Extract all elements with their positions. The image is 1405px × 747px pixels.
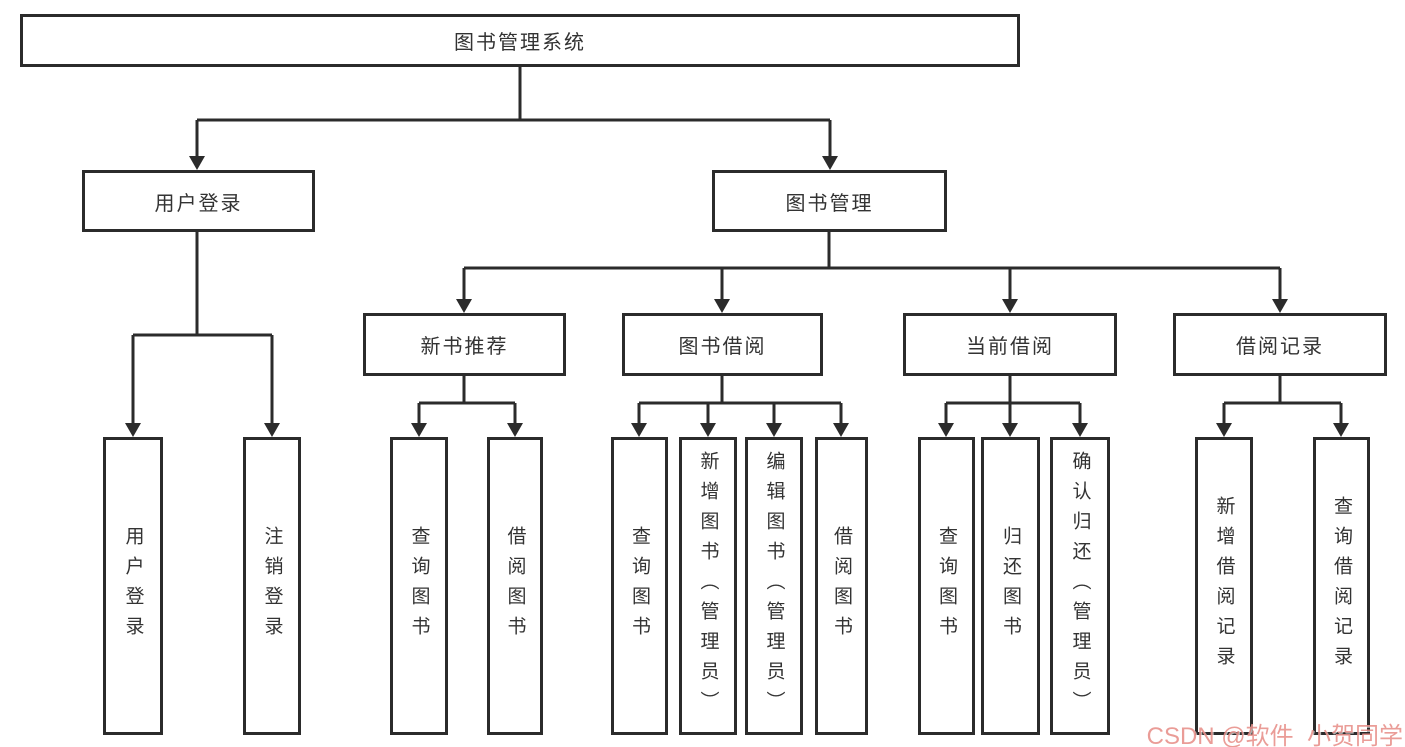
csdn-watermark: CSDN @软件_小贺同学: [1146, 723, 1403, 747]
node-library-management-system: 图书管理系统: [20, 14, 1020, 67]
leaf-recommend-query-books: 查询图书: [390, 437, 448, 735]
leaf-records-add-record: 新增借阅记录: [1195, 437, 1253, 735]
node-book-borrowing: 图书借阅: [622, 313, 823, 376]
node-label: 借阅记录: [1236, 336, 1324, 358]
leaf-label: 查询图书: [408, 526, 430, 646]
leaf-label: 新增借阅记录: [1213, 496, 1235, 676]
leaf-current-confirm-return-admin: 确认归还（管理员）: [1050, 437, 1110, 735]
leaf-borrowing-add-books-admin: 新增图书（管理员）: [679, 437, 737, 735]
leaf-label: 用户登录: [122, 526, 144, 646]
leaf-user-login: 用户登录: [103, 437, 163, 735]
node-label: 新书推荐: [420, 336, 509, 358]
leaf-label: 新增图书（管理员）: [697, 451, 719, 721]
leaf-label: 查询图书: [629, 526, 650, 646]
leaf-label: 编辑图书（管理员）: [763, 451, 785, 721]
node-label: 当前借阅: [966, 336, 1054, 358]
leaf-borrowing-borrow-books: 借阅图书: [815, 437, 868, 735]
leaf-label: 查询图书: [936, 526, 957, 646]
leaf-label: 借阅图书: [831, 526, 852, 646]
node-current-borrowing: 当前借阅: [903, 313, 1117, 376]
node-label: 图书管理: [785, 192, 874, 215]
leaf-label: 确认归还（管理员）: [1069, 451, 1091, 721]
leaf-logout: 注销登录: [243, 437, 301, 735]
leaf-records-query-record: 查询借阅记录: [1313, 437, 1370, 735]
node-new-book-recommend: 新书推荐: [363, 313, 566, 376]
leaf-recommend-borrow-books: 借阅图书: [487, 437, 543, 735]
leaf-label: 借阅图书: [504, 526, 526, 646]
leaf-current-query-books: 查询图书: [918, 437, 975, 735]
node-user-login: 用户登录: [82, 170, 315, 232]
node-label: 用户登录: [154, 192, 243, 215]
leaf-borrowing-edit-books-admin: 编辑图书（管理员）: [745, 437, 803, 735]
node-book-management: 图书管理: [712, 170, 947, 232]
leaf-label: 查询借阅记录: [1331, 496, 1352, 676]
node-label: 图书管理系统: [454, 32, 586, 54]
leaf-label: 注销登录: [261, 526, 283, 646]
node-label: 图书借阅: [678, 336, 767, 358]
leaf-current-return-books: 归还图书: [981, 437, 1040, 735]
leaf-label: 归还图书: [1000, 526, 1021, 646]
node-borrowing-records: 借阅记录: [1173, 313, 1387, 376]
leaf-borrowing-query-books: 查询图书: [611, 437, 668, 735]
